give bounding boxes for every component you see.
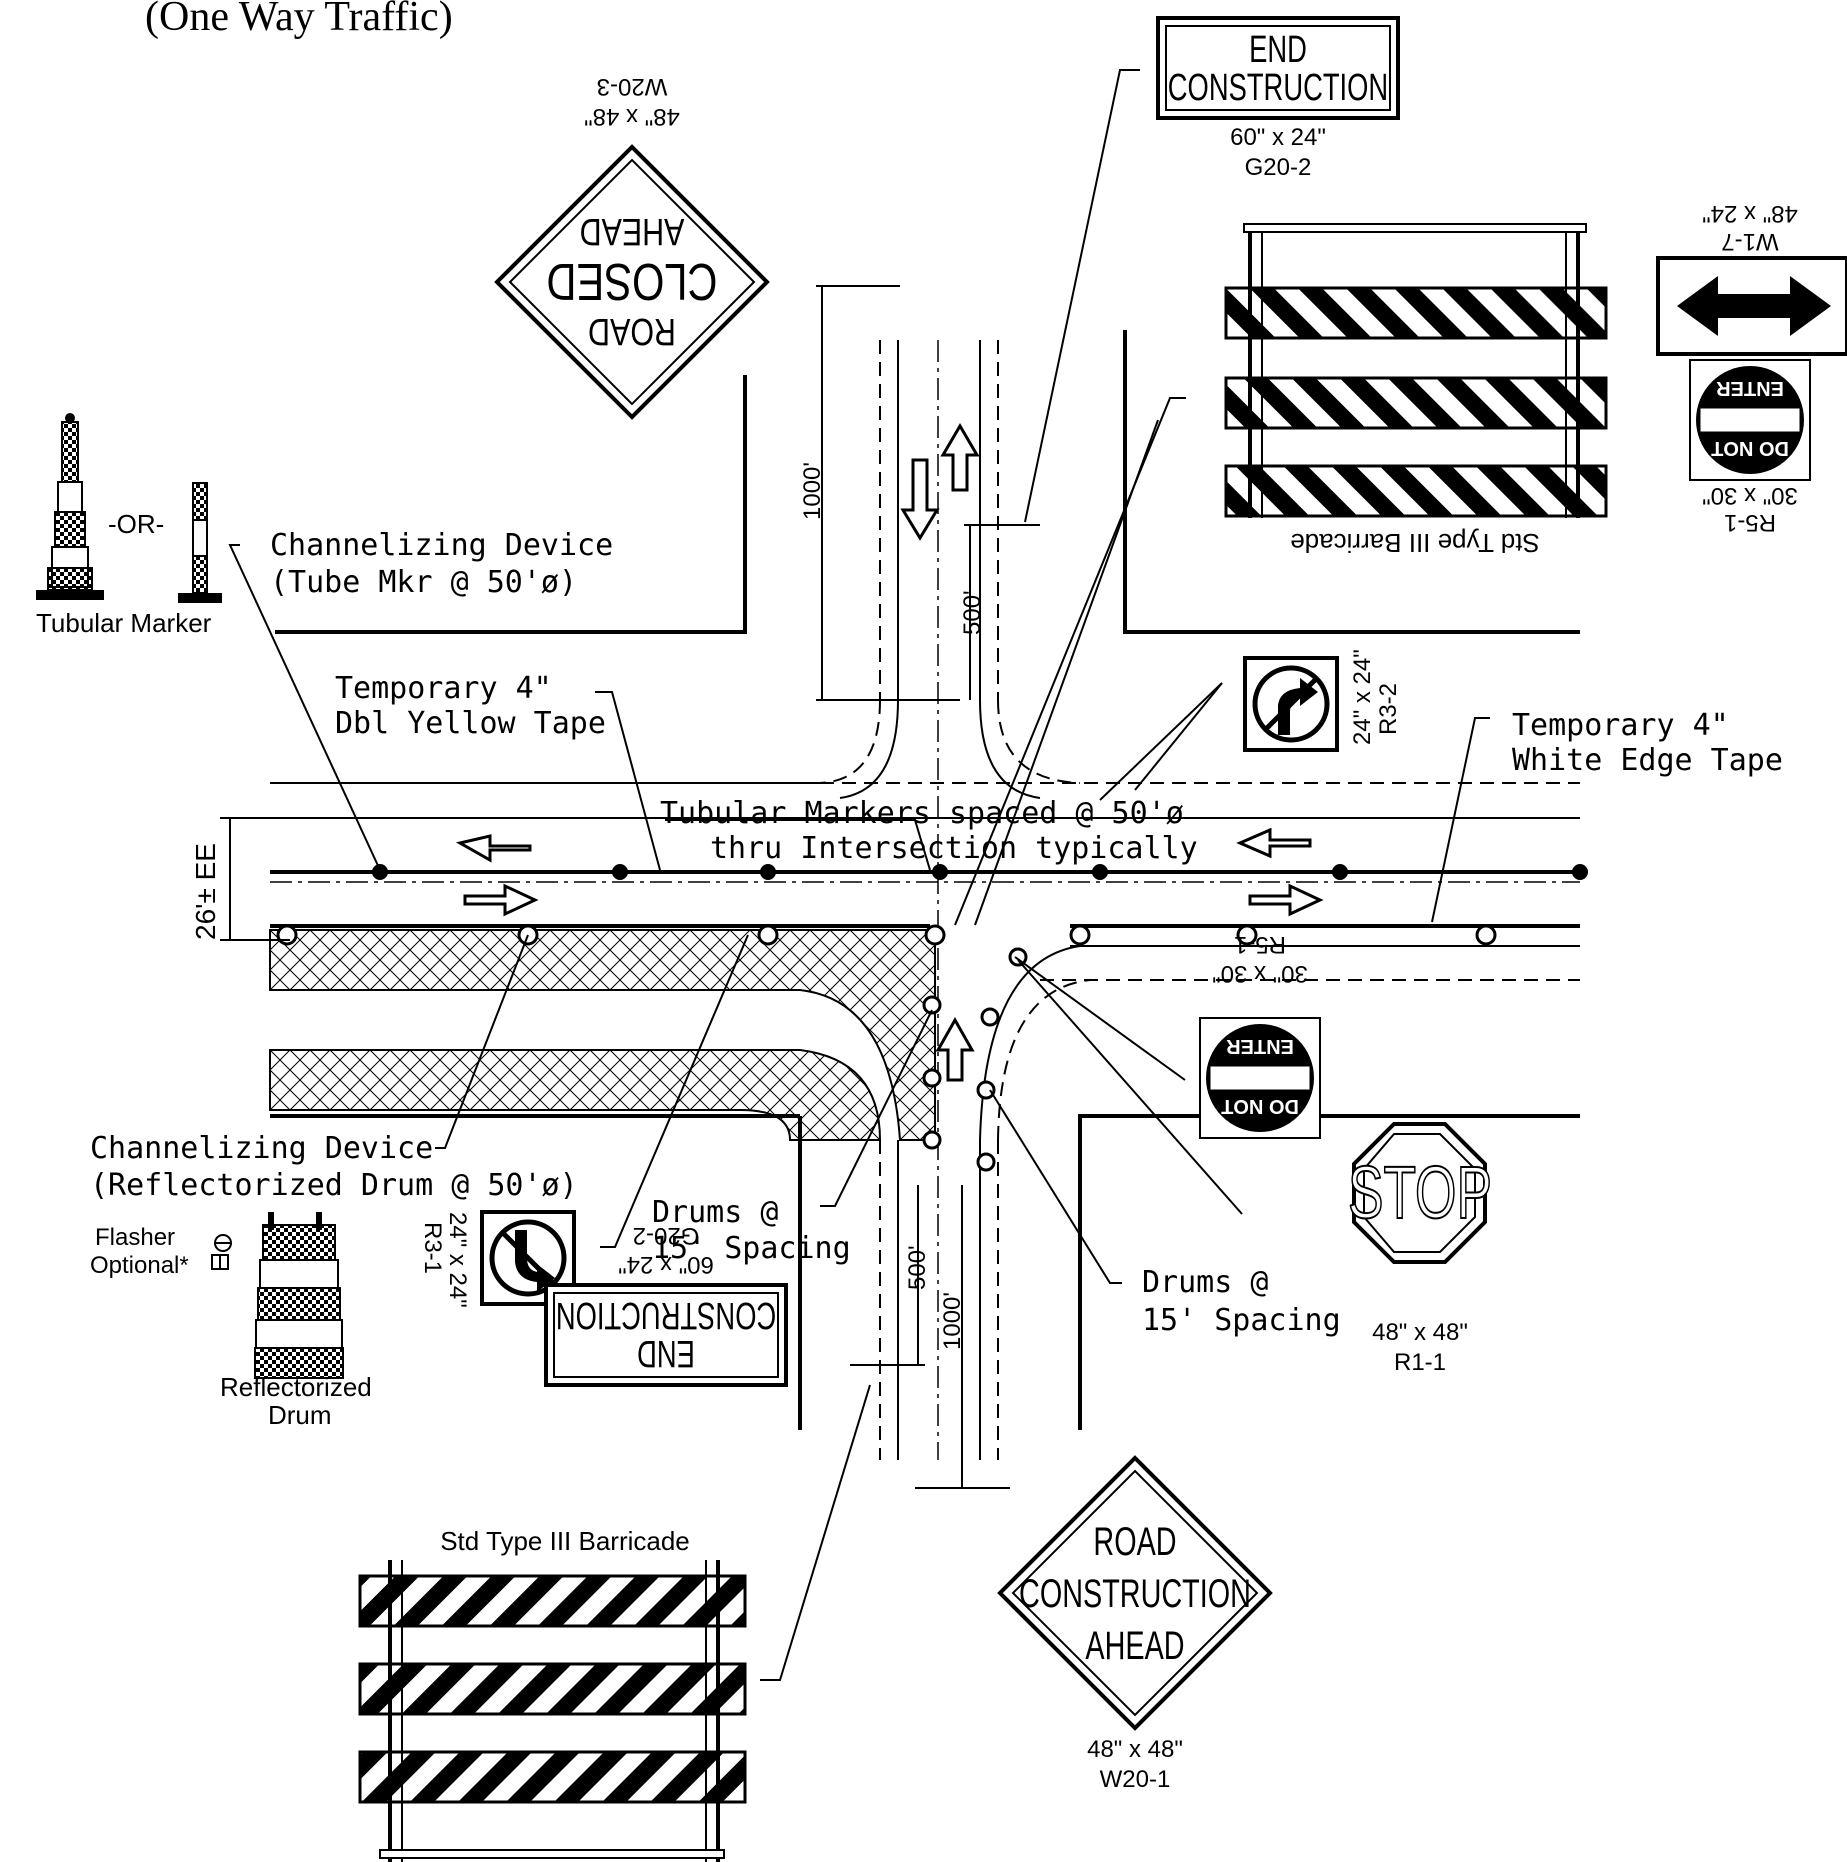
arrow-eastbound-right (1248, 883, 1324, 917)
arrow-northbound-south (935, 1016, 975, 1082)
left-turn-code: R3-2 (1375, 683, 1402, 735)
drum-label-2: Drum (268, 1400, 332, 1430)
end-construction-bottom-size: 60" x 24" (618, 1251, 714, 1278)
dim-bottom-500: 500' (904, 1245, 931, 1290)
do-not-enter-mid-code: R5-1 (1234, 931, 1286, 958)
closed-lane-hatch (269, 929, 936, 1141)
leader-lines (228, 69, 1490, 1681)
callout-tubular-spacing-2: thru Intersection typically (710, 831, 1198, 866)
dimension-lines: 26'± EE 1000' 500' 500' 1000' (190, 285, 1040, 1489)
reflectorized-drum-icon (254, 1212, 344, 1379)
stop-size: 48" x 48" (1372, 1319, 1468, 1346)
arrow-northbound (940, 423, 980, 492)
do-not-enter-top-line2: ENTER (1716, 377, 1784, 399)
road-closed-code: W20-3 (597, 73, 668, 100)
tubular-marker-post-icon (178, 482, 222, 603)
road-construction-code: W20-1 (1100, 1766, 1171, 1793)
travel-arrows (455, 423, 1324, 1082)
drum-illustration: Flasher Optional* Reflectorized Drum (90, 1212, 372, 1430)
dim-bottom-1000: 1000' (939, 1292, 966, 1350)
road-closed-line1: ROAD (588, 310, 676, 352)
end-construction-bottom-code: G20-2 (633, 1222, 700, 1249)
or-label: -OR- (108, 509, 164, 539)
barricade-top: Std Type III Barricade (1224, 223, 1608, 558)
callout-drums-left-1: Drums @ (652, 1195, 778, 1230)
road-construction-line2: CONSTRUCTION (1019, 1571, 1251, 1616)
flasher-label-1: Flasher (95, 1224, 175, 1251)
callout-channelizing-tube-1: Channelizing Device (270, 528, 613, 563)
do-not-enter-mid-line2: ENTER (1226, 1035, 1294, 1057)
tubular-marker-label: Tubular Marker (36, 608, 212, 638)
callout-drums-left-2: 15' Spacing (652, 1231, 851, 1266)
road-construction-line3: AHEAD (1085, 1623, 1184, 1668)
callout-white-edge-1: Temporary 4" (1512, 708, 1729, 743)
callout-channelizing-tube-2: (Tube Mkr @ 50'ø) (270, 565, 577, 600)
end-construction-top-code: G20-2 (1245, 154, 1312, 181)
road-layout (269, 330, 1580, 1460)
tubular-marker-illustration: -OR- Tubular Marker (36, 413, 222, 638)
right-turn-sign: 24" x 24" R3-1 (419, 1210, 576, 1308)
arrow-southbound (900, 458, 940, 541)
double-arrow-size: 48" x 24" (1702, 200, 1798, 227)
do-not-enter-top-size: 30" x 30" (1702, 482, 1798, 509)
road-closed-size: 48" x 48" (584, 103, 680, 130)
left-turn-arrow-icon (1278, 678, 1318, 735)
stop-code: R1-1 (1394, 1349, 1446, 1376)
double-arrow-icon (1677, 276, 1831, 336)
callout-white-edge-2: White Edge Tape (1512, 743, 1783, 778)
callout-drums-right-2: 15' Spacing (1142, 1303, 1341, 1338)
end-construction-sign-top: END CONSTRUCTION 60" x 24" G20-2 (1156, 16, 1400, 181)
callout-tubular-spacing-1: Tubular Markers spaced @ 50'ø (660, 796, 1184, 831)
do-not-enter-sign-mid: DO NOT ENTER 30" x 30" R5-1 (1199, 931, 1321, 1139)
callout-drums-right-1: Drums @ (1142, 1265, 1268, 1300)
do-not-enter-mid-line1: DO NOT (1221, 1095, 1299, 1117)
flasher-label-2: Optional* (90, 1252, 189, 1279)
barricade-top-label: Std Type III Barricade (1290, 528, 1540, 558)
do-not-enter-top-code: R5-1 (1724, 509, 1776, 536)
road-closed-ahead-sign: ROAD CLOSED AHEAD 48" x 48" W20-3 (494, 73, 770, 420)
road-closed-line3: AHEAD (580, 210, 685, 252)
road-construction-ahead-sign: ROAD CONSTRUCTION AHEAD 48" x 48" W20-1 (997, 1455, 1273, 1793)
do-not-enter-top-line1: DO NOT (1711, 437, 1789, 459)
dim-width-label: 26'± EE (190, 843, 221, 940)
arrow-eastbound-left (463, 883, 539, 917)
do-not-enter-mid-size: 30" x 30" (1212, 960, 1308, 987)
double-arrow-sign: 48" x 24" W1-7 (1656, 200, 1847, 356)
road-construction-line1: ROAD (1093, 1519, 1176, 1564)
tubular-markers (372, 864, 1588, 880)
barricade-bottom-label: Std Type III Barricade (440, 1526, 690, 1556)
callout-dbl-yellow-2: Dbl Yellow Tape (335, 706, 606, 741)
page-title: (One Way Traffic) (145, 0, 453, 40)
flasher-icon (211, 1234, 232, 1270)
barricade-bottom: Std Type III Barricade (358, 1526, 747, 1862)
tubular-marker-cone-icon (36, 413, 104, 600)
right-turn-size: 24" x 24" (444, 1212, 471, 1308)
arrow-westbound-right (1236, 827, 1312, 859)
callout-dbl-yellow-1: Temporary 4" (335, 671, 552, 706)
end-construction-top-size: 60" x 24" (1230, 124, 1326, 151)
dim-top-1000: 1000' (799, 462, 826, 520)
drum-label-1: Reflectorized (220, 1372, 372, 1402)
callouts: Channelizing Device (Tube Mkr @ 50'ø) Te… (90, 528, 1783, 1338)
callout-channelizing-drum-1: Channelizing Device (90, 1131, 433, 1166)
double-arrow-code: W1-7 (1721, 228, 1778, 255)
end-construction-top-line1: END (1249, 29, 1307, 71)
drums-on-road (276, 924, 1497, 1172)
callout-channelizing-drum-2: (Reflectorized Drum @ 50'ø) (90, 1168, 578, 1203)
road-construction-size: 48" x 48" (1087, 1736, 1183, 1763)
end-construction-bottom-line1: END (637, 1332, 695, 1374)
do-not-enter-sign-top: DO NOT ENTER 30" x 30" R5-1 (1689, 359, 1811, 536)
stop-text: STOP (1348, 1151, 1492, 1234)
right-turn-code: R3-1 (419, 1222, 446, 1274)
arrow-westbound-left (455, 834, 532, 863)
dim-top-500: 500' (959, 590, 986, 635)
road-closed-line2: CLOSED (546, 253, 717, 312)
end-construction-bottom-line2: CONSTRUCTION (556, 1294, 776, 1336)
left-turn-sign: 24" x 24" R3-2 (1243, 649, 1402, 752)
end-construction-top-line2: CONSTRUCTION (1168, 67, 1388, 109)
stop-sign: STOP 48" x 48" R1-1 (1347, 1122, 1493, 1376)
end-construction-sign-bottom: END CONSTRUCTION 60" x 24" G20-2 (544, 1222, 788, 1387)
left-turn-size: 24" x 24" (1349, 649, 1376, 745)
